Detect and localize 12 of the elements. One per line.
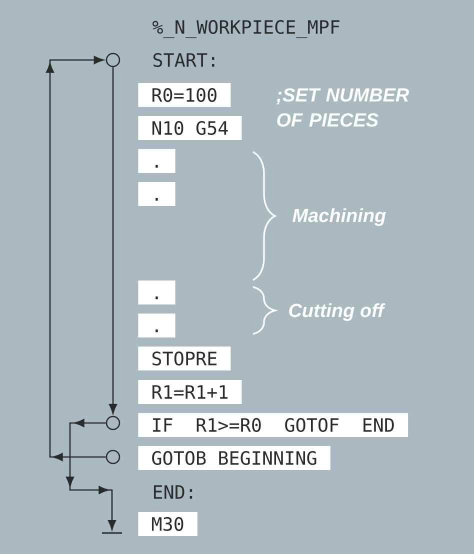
brace-label: Machining [292,208,386,226]
arrow [108,67,118,414]
comment-text: ;SET NUMBER OF PIECES [276,88,410,127]
title: %_N_WORKPIECE_MPF [152,20,340,38]
arrow [66,419,116,530]
jump-label: START: [153,53,214,67]
circle-marker [106,416,120,430]
circle-marker [106,52,120,68]
brace-label: Cutting off [289,303,386,321]
circle-marker [106,450,120,464]
jump-label: END: [154,485,192,499]
arrow [46,56,106,462]
